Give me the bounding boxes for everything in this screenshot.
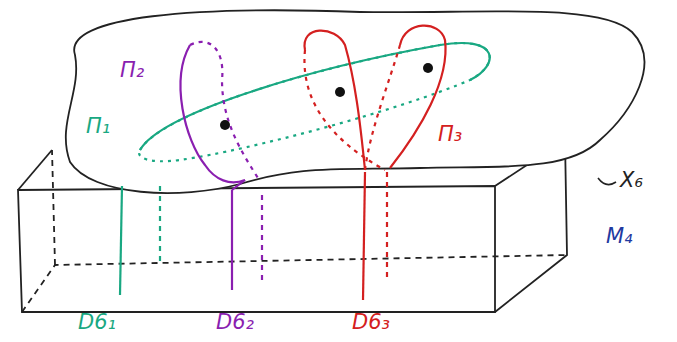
- cycle-pi2: [181, 42, 262, 290]
- intersection-point: [220, 63, 433, 130]
- brane-label: D6₂: [216, 312, 254, 333]
- cycle-label: Π₂: [120, 60, 144, 81]
- calabi-yau-blob: [66, 10, 645, 193]
- space-label: M₄: [606, 226, 633, 247]
- cycle-pi1: [120, 43, 490, 295]
- leader-line: [598, 178, 616, 185]
- space-label: X₆: [620, 170, 643, 191]
- brane-label: D6₃: [352, 312, 390, 333]
- cycle-label: Π₁: [86, 116, 110, 137]
- cycle-label: Π₃: [438, 124, 462, 145]
- cycle-pi3: [304, 26, 445, 300]
- brane-label: D6₁: [78, 312, 116, 333]
